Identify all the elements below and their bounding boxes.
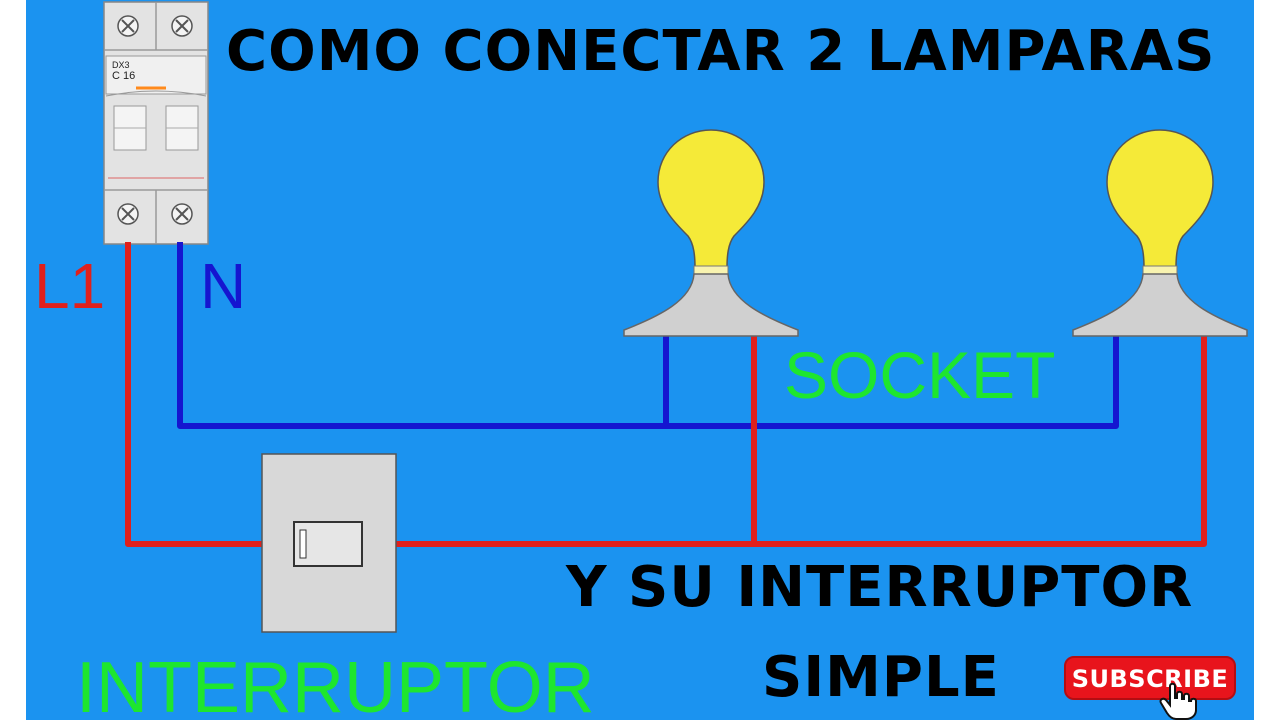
screw-icon xyxy=(117,203,139,225)
hand-cursor-icon xyxy=(1159,682,1197,720)
breaker-brand: DX3 xyxy=(112,60,130,70)
switch-rocker-icon xyxy=(293,521,363,567)
line-wire xyxy=(125,242,1207,547)
subscribe-button[interactable]: SUBSCRIBE xyxy=(1064,656,1236,700)
lamp-socket xyxy=(623,273,799,337)
socket-label: SOCKET xyxy=(784,338,1056,412)
bulb-icon xyxy=(1106,129,1214,269)
subscribe-button-label: SUBSCRIBE xyxy=(1071,665,1229,693)
lamp-socket xyxy=(1072,273,1248,337)
screw-icon xyxy=(171,203,193,225)
neutral-wire xyxy=(177,242,1119,429)
switch-label: INTERRUPTOR xyxy=(76,648,595,728)
bulb-icon xyxy=(657,129,765,269)
screw-icon xyxy=(171,15,193,37)
lamp-1 xyxy=(623,129,799,337)
screw-icon xyxy=(117,15,139,37)
breaker-rating: C 16 xyxy=(112,70,136,82)
subtitle-line-1: Y SU INTERRUPTOR xyxy=(566,555,1194,620)
line-label: L1 xyxy=(34,250,106,322)
page-title: COMO CONECTAR 2 LAMPARAS xyxy=(226,19,1216,84)
circuit-breaker xyxy=(103,1,209,245)
subtitle-line-2: SIMPLE xyxy=(762,645,1000,710)
neutral-label: N xyxy=(200,250,247,322)
light-switch xyxy=(261,453,397,633)
diagram-background xyxy=(26,0,1254,720)
lamp-2 xyxy=(1072,129,1248,337)
